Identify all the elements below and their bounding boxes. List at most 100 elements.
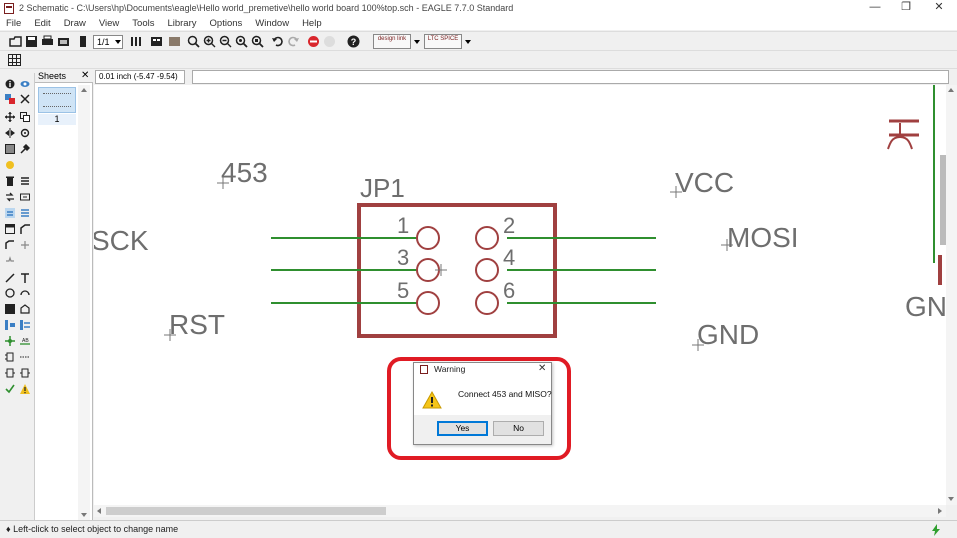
net-wires[interactable] <box>271 237 656 304</box>
zoom-out-icon[interactable] <box>219 35 232 48</box>
sheets-tab[interactable]: Sheets ✕ <box>35 70 93 83</box>
polygon-icon[interactable] <box>20 304 30 314</box>
mirror-icon[interactable] <box>5 128 15 138</box>
invoke-icon[interactable] <box>20 240 30 250</box>
sheet-icon[interactable] <box>77 35 90 48</box>
net-icon[interactable] <box>20 320 30 330</box>
chevron-down-icon[interactable] <box>465 40 471 44</box>
menu-view[interactable]: View <box>98 17 120 29</box>
errors-icon[interactable] <box>20 384 30 394</box>
minimize-button[interactable]: — <box>869 1 881 13</box>
info-icon[interactable] <box>5 79 15 89</box>
net-label-vcc[interactable]: VCC <box>675 167 734 198</box>
sheets-scrollbar[interactable] <box>78 85 90 520</box>
menu-draw[interactable]: Draw <box>63 17 86 29</box>
delete-icon[interactable] <box>5 176 15 186</box>
scroll-down-icon[interactable] <box>948 497 954 501</box>
zoom-in-icon[interactable] <box>203 35 216 48</box>
scroll-thumb[interactable] <box>106 507 386 515</box>
menu-window[interactable]: Window <box>255 17 290 29</box>
erc-icon[interactable] <box>5 384 15 394</box>
grid-icon[interactable] <box>8 54 21 66</box>
go-icon[interactable] <box>323 35 336 48</box>
yes-button[interactable]: Yes <box>437 421 488 436</box>
undo-icon[interactable] <box>271 35 284 48</box>
group-icon[interactable] <box>5 144 15 154</box>
print-icon[interactable] <box>41 35 54 48</box>
dimension-icon[interactable] <box>20 352 30 362</box>
close-window-button[interactable]: ✕ <box>934 1 944 13</box>
pin-1[interactable] <box>416 226 440 250</box>
smash-icon[interactable] <box>5 224 15 234</box>
rotate-icon[interactable] <box>20 128 30 138</box>
menu-tools[interactable]: Tools <box>132 17 155 29</box>
menu-help[interactable]: Help <box>302 17 322 29</box>
frame-icon[interactable] <box>5 368 15 378</box>
replace-icon[interactable] <box>20 192 30 202</box>
sheet-number[interactable]: 1 <box>38 114 76 125</box>
label-icon[interactable]: AB <box>20 336 30 346</box>
arc-icon[interactable] <box>20 288 30 298</box>
scroll-right-icon[interactable] <box>938 508 942 514</box>
sheet-thumbnail[interactable] <box>38 87 76 113</box>
horizontal-scrollbar[interactable] <box>94 505 946 517</box>
close-icon[interactable]: ✕ <box>81 70 90 81</box>
split-icon[interactable] <box>5 240 15 250</box>
name-tool-icon[interactable] <box>5 208 15 218</box>
wire-icon[interactable] <box>5 273 15 283</box>
menu-file[interactable]: File <box>6 17 22 29</box>
board-icon[interactable] <box>150 35 163 48</box>
scroll-left-icon[interactable] <box>97 508 101 514</box>
scroll-down-icon[interactable] <box>81 513 87 517</box>
net-label-mosi[interactable]: MOSI <box>727 222 799 253</box>
zoom-select-icon[interactable] <box>251 35 264 48</box>
scroll-up-icon[interactable] <box>81 88 87 92</box>
scroll-up-icon[interactable] <box>948 88 954 92</box>
no-button[interactable]: No <box>493 421 544 436</box>
redraw-icon[interactable] <box>235 35 248 48</box>
gateswap-icon[interactable] <box>5 256 15 266</box>
menu-edit[interactable]: Edit <box>34 17 51 29</box>
save-icon[interactable] <box>25 35 38 48</box>
rect-icon[interactable] <box>5 304 15 314</box>
net-label-sck[interactable]: SCK <box>94 225 149 256</box>
move-icon[interactable] <box>5 112 15 122</box>
menu-library[interactable]: Library <box>167 17 197 29</box>
mark-icon[interactable] <box>20 94 30 104</box>
part-name-label[interactable]: JP1 <box>360 173 405 203</box>
help-icon[interactable]: ? <box>347 35 360 48</box>
close-icon[interactable]: ✕ <box>538 363 547 374</box>
module-icon[interactable] <box>20 368 30 378</box>
menu-options[interactable]: Options <box>209 17 243 29</box>
pinswap-icon[interactable] <box>5 192 15 202</box>
paste-icon[interactable] <box>5 160 15 170</box>
chevron-down-icon[interactable] <box>414 40 420 44</box>
stop-icon[interactable] <box>307 35 320 48</box>
script-icon[interactable] <box>168 35 181 48</box>
bus-icon[interactable] <box>5 320 15 330</box>
redo-icon[interactable] <box>287 35 300 48</box>
vertical-scrollbar[interactable] <box>946 85 957 505</box>
cam-icon[interactable] <box>57 35 70 48</box>
junction-icon[interactable] <box>5 336 15 346</box>
change-icon[interactable] <box>20 144 30 154</box>
add-icon[interactable] <box>20 176 30 186</box>
copy-icon[interactable] <box>20 112 30 122</box>
sheet-select[interactable]: 1/1 <box>93 35 123 49</box>
miter-icon[interactable] <box>20 224 30 234</box>
restore-button[interactable]: ❐ <box>901 1 911 13</box>
show-icon[interactable] <box>20 79 30 89</box>
net-label-gnd-partial[interactable]: GN <box>905 291 946 322</box>
pin-6[interactable] <box>475 291 499 315</box>
net-label-gnd[interactable]: GND <box>697 319 759 350</box>
net-label-453[interactable]: 453 <box>221 157 268 188</box>
net-label-rst[interactable]: RST <box>169 309 225 340</box>
text-icon[interactable] <box>20 273 30 283</box>
open-icon[interactable] <box>9 35 22 48</box>
pin-5[interactable] <box>416 291 440 315</box>
command-input[interactable] <box>192 70 949 84</box>
pin-4[interactable] <box>475 258 499 282</box>
use-icon[interactable] <box>130 35 143 48</box>
design-link-button[interactable]: design link <box>373 34 411 49</box>
value-icon[interactable] <box>20 208 30 218</box>
